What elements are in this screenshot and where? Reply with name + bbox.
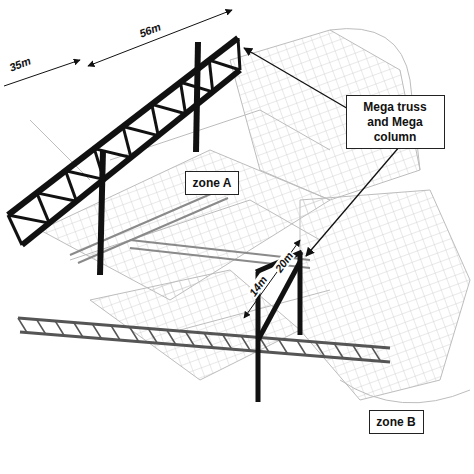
node-text: Mega truss and Mega column — [353, 100, 437, 145]
truss-member — [37, 193, 50, 223]
truss-member — [185, 332, 194, 347]
truss-member — [8, 215, 22, 245]
truss-member — [297, 341, 306, 356]
dimension-label: 35m — [7, 54, 34, 74]
truss-member — [66, 171, 77, 202]
truss-member — [278, 339, 287, 354]
truss-member — [74, 323, 83, 338]
truss-member — [238, 38, 240, 70]
truss-member — [130, 327, 139, 342]
truss-member — [66, 171, 104, 180]
truss-member — [316, 342, 325, 357]
truss-member — [152, 104, 186, 113]
truss-member — [167, 330, 176, 345]
truss-web — [18, 318, 380, 361]
truss-member — [353, 345, 362, 360]
truss-member — [123, 127, 158, 136]
node-text: zone A — [193, 176, 232, 191]
secondary-truss — [70, 190, 310, 268]
truss-member — [37, 193, 77, 201]
node-text: zone B — [376, 415, 415, 430]
belt-truss — [18, 318, 390, 362]
truss-member — [209, 60, 213, 92]
truss-member — [123, 127, 131, 158]
truss-member — [18, 318, 27, 333]
truss-member — [111, 326, 120, 341]
truss-member — [371, 347, 380, 362]
callout-box: Mega truss and Mega column — [346, 95, 445, 149]
truss-member — [152, 104, 159, 135]
mega-column — [100, 42, 198, 275]
truss-member — [94, 149, 131, 158]
truss-member — [260, 338, 269, 353]
truss-member — [241, 336, 250, 351]
zone-label-box: zone B — [369, 410, 424, 434]
truss-member — [92, 324, 101, 339]
mega-truss-a — [8, 38, 240, 245]
zone-label-box: zone A — [185, 171, 239, 195]
truss-member — [181, 82, 186, 114]
truss-member — [209, 60, 240, 70]
truss-member — [55, 321, 64, 336]
truss-member — [37, 320, 46, 335]
truss-member — [148, 329, 157, 344]
truss-member — [223, 335, 232, 350]
leader-arrow — [244, 48, 400, 256]
dimension-label: 56m — [137, 20, 164, 40]
truss-web — [8, 38, 240, 245]
truss-member — [8, 215, 49, 223]
floor-wireframe — [30, 29, 470, 403]
truss-member — [204, 333, 213, 348]
truss-member — [334, 344, 343, 359]
dimension-line — [4, 10, 300, 318]
